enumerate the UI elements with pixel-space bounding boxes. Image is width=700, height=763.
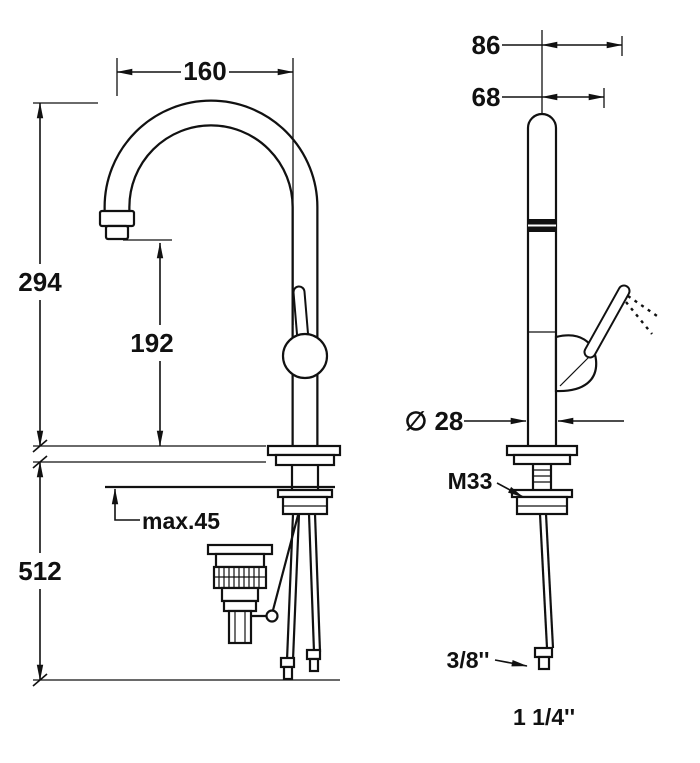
dim-spout-reach-label: 160	[183, 56, 226, 86]
dim-below-counter-label: 512	[18, 556, 61, 586]
front-dimensions: 160 294 192 512 max.45	[13, 55, 340, 687]
side-dimensions: 86 68 ∅ 28 M33 3/8'' 1 1/4''	[405, 30, 624, 730]
mounting-shank	[290, 465, 320, 490]
dim-thread-label: M33	[448, 468, 493, 494]
body-capsule	[526, 112, 558, 452]
handle-lever	[292, 285, 310, 347]
dim-outlet-height-label: 192	[130, 328, 173, 358]
pop-up-linkage	[251, 609, 279, 623]
side-view: 86 68 ∅ 28 M33 3/8'' 1 1/4''	[405, 30, 661, 730]
pop-up-drain	[206, 543, 274, 645]
base-flange	[266, 444, 342, 467]
threaded-shank	[531, 464, 553, 490]
mounting-nut-side	[510, 488, 574, 516]
pop-up-rod	[270, 499, 304, 615]
dim-diameter-label: ∅ 28	[405, 406, 464, 436]
base-flange-side	[505, 444, 579, 466]
dim-height-above-label: 294	[18, 267, 62, 297]
spout-gooseneck	[103, 99, 319, 450]
dim-drain-size-label: 1 1/4''	[513, 704, 575, 730]
dim-depth-handle-label: 68	[472, 82, 501, 112]
dim-hose-connection-label: 3/8''	[447, 647, 490, 673]
dim-max-thickness-label: max.45	[142, 508, 220, 534]
spout-outlet-band	[528, 219, 556, 232]
front-view: 160 294 192 512 max.45	[13, 55, 342, 687]
supply-hoses	[279, 513, 322, 681]
handle-lever-side	[583, 284, 661, 359]
supply-hose-side	[533, 513, 555, 671]
spout-aerator	[98, 209, 136, 241]
mounting-nut	[276, 488, 334, 516]
valve-ball	[281, 332, 329, 380]
dim-depth-total-label: 86	[472, 30, 501, 60]
